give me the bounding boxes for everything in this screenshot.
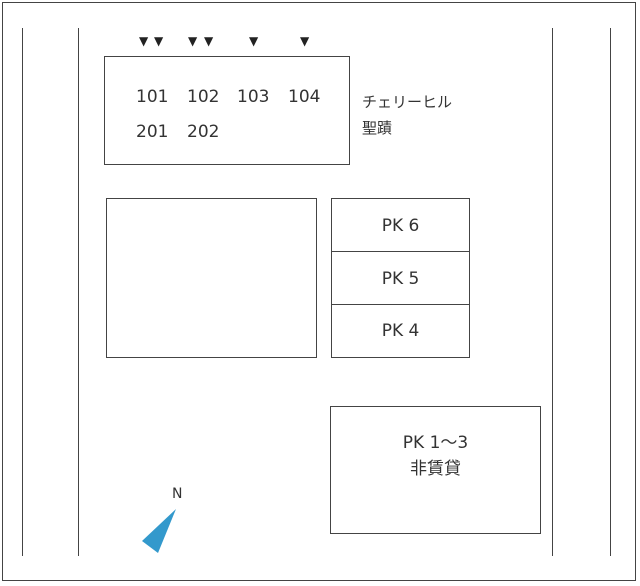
parking-label: PK 4 [381,321,420,341]
parking-label: PK 6 [381,215,420,236]
parking-space-4: PK 4 [331,304,470,358]
compass-north-label: N [172,486,183,502]
road-line-right-outer [610,28,611,556]
entrance-marker: ▼ [139,34,149,48]
road-line-left-inner [78,28,79,556]
unit-label: 104 [288,87,321,107]
entrance-marker: ▼ [154,34,164,48]
compass-arrow-icon [142,509,176,553]
parking-space-1-3 [330,406,541,534]
building-block [104,56,350,165]
building-location: 聖蹟 [362,119,393,137]
entrance-marker: ▼ [204,34,214,48]
parking-label: PK 5 [381,268,420,289]
non-rental-note: 非賃貸 [410,459,461,479]
unit-label: 202 [187,122,220,142]
parking-space-6: PK 6 [331,198,470,253]
entrance-marker: ▼ [249,34,259,48]
compass-needle [142,509,176,553]
unit-label: 101 [136,87,169,107]
parking-label: PK 1～3 [402,433,469,453]
road-line-left-outer [22,28,23,556]
parking-1-3-label-group: PK 1～3 非賃貸 [330,430,541,482]
map-frame [2,2,636,581]
empty-plot [106,198,317,358]
unit-label: 102 [187,87,220,107]
building-name: チェリーヒル [362,93,453,111]
unit-label: 103 [237,87,270,107]
road-line-right-inner [552,28,553,556]
entrance-marker: ▼ [300,34,310,48]
parking-space-5: PK 5 [331,251,470,306]
unit-label: 201 [136,122,169,142]
entrance-marker: ▼ [188,34,198,48]
